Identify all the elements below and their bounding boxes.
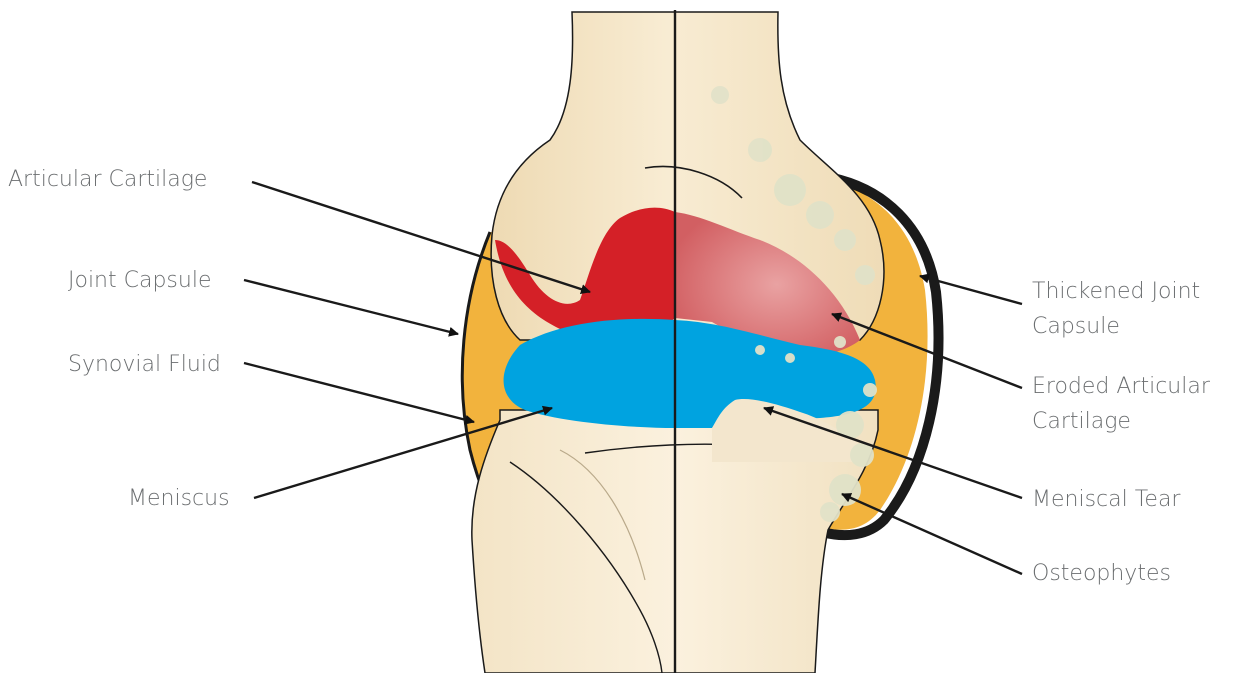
label-joint-capsule: Joint Capsule xyxy=(68,268,211,293)
label-thickened-joint-capsule-line1: Thickened Joint xyxy=(1032,279,1200,304)
label-eroded-articular-cartilage-line2: Cartilage xyxy=(1032,409,1131,434)
label-meniscal-tear: Meniscal Tear xyxy=(1032,487,1181,512)
label-synovial-fluid: Synovial Fluid xyxy=(68,352,221,377)
label-articular-cartilage: Articular Cartilage xyxy=(8,167,207,192)
label-thickened-joint-capsule-line2: Capsule xyxy=(1032,314,1120,339)
label-osteophytes: Osteophytes xyxy=(1032,561,1171,586)
label-eroded-articular-cartilage-line1: Eroded Articular xyxy=(1032,374,1211,399)
label-meniscus: Meniscus xyxy=(128,486,230,511)
leader-synovial-fluid xyxy=(244,363,474,422)
leader-joint-capsule xyxy=(244,280,458,334)
